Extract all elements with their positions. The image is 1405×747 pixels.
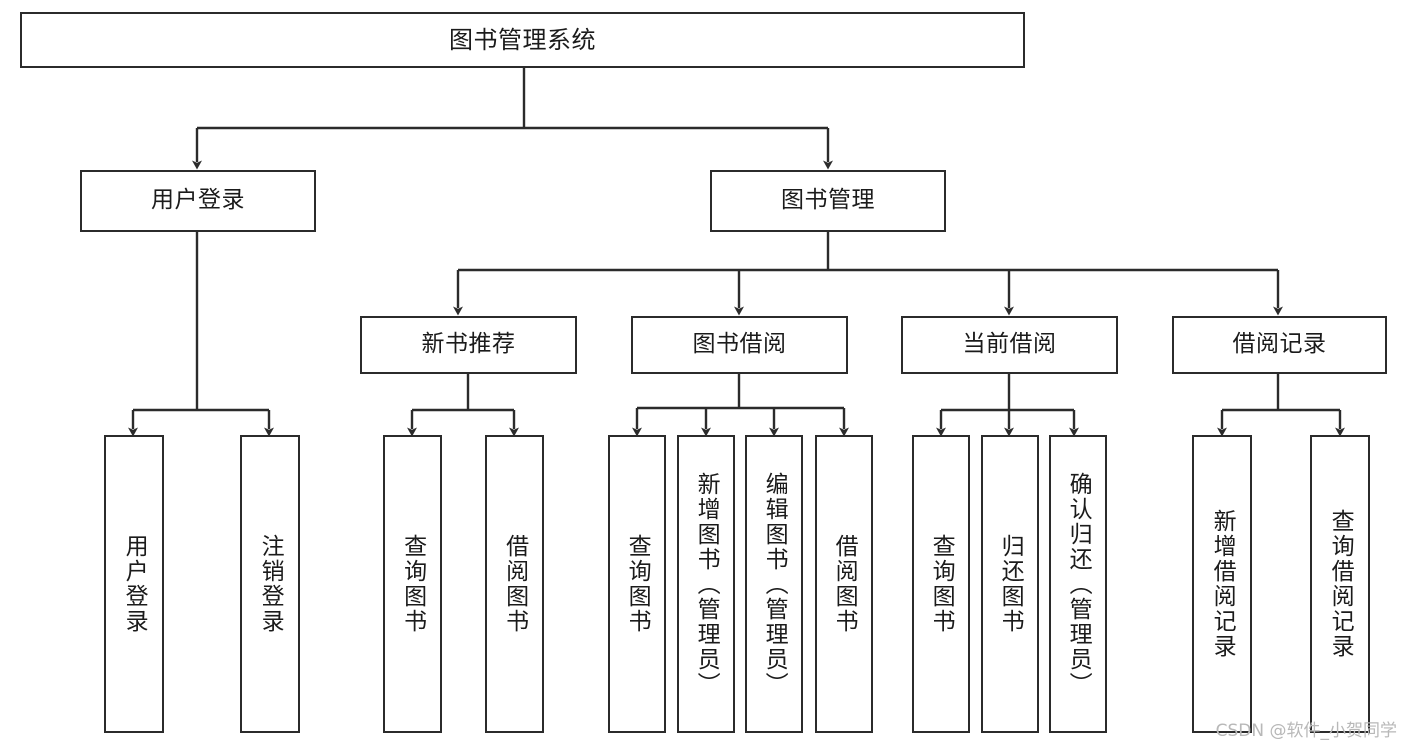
- node-label: 查询图书: [928, 534, 955, 634]
- node-label: 确认归还（管理员）: [1065, 471, 1092, 697]
- node-label: 新书推荐: [421, 331, 516, 358]
- node-book-borrow[interactable]: 图书借阅: [631, 316, 848, 374]
- leaf-user-login[interactable]: 用户登录: [104, 435, 164, 733]
- leaf-edit-book-admin[interactable]: 编辑图书（管理员）: [745, 435, 803, 733]
- node-current-borrow[interactable]: 当前借阅: [901, 316, 1118, 374]
- node-label: 新增借阅记录: [1209, 509, 1236, 659]
- node-book-management[interactable]: 图书管理: [710, 170, 946, 232]
- node-label: 图书管理系统: [449, 25, 596, 54]
- leaf-query-borrow-record[interactable]: 查询借阅记录: [1310, 435, 1370, 733]
- node-root-system[interactable]: 图书管理系统: [20, 12, 1025, 68]
- node-label: 归还图书: [997, 534, 1024, 634]
- node-new-book-recommend[interactable]: 新书推荐: [360, 316, 577, 374]
- leaf-query-book[interactable]: 查询图书: [608, 435, 666, 733]
- watermark: CSDN @软件_小贺同学: [1215, 721, 1397, 741]
- node-label: 用户登录: [151, 187, 245, 214]
- node-label: 借阅图书: [831, 534, 858, 634]
- leaf-logout[interactable]: 注销登录: [240, 435, 300, 733]
- node-label: 图书管理: [781, 187, 875, 214]
- node-label: 查询图书: [624, 534, 651, 634]
- node-user-login[interactable]: 用户登录: [80, 170, 316, 232]
- node-label: 注销登录: [257, 534, 284, 634]
- node-borrow-record[interactable]: 借阅记录: [1172, 316, 1387, 374]
- node-label: 编辑图书（管理员）: [761, 471, 788, 697]
- leaf-query-book-recommend[interactable]: 查询图书: [383, 435, 442, 733]
- leaf-add-book-admin[interactable]: 新增图书（管理员）: [677, 435, 735, 733]
- node-label: 新增图书（管理员）: [693, 471, 720, 697]
- node-label: 当前借阅: [962, 331, 1057, 358]
- leaf-return-book[interactable]: 归还图书: [981, 435, 1039, 733]
- leaf-borrow-book[interactable]: 借阅图书: [815, 435, 873, 733]
- leaf-confirm-return-admin[interactable]: 确认归还（管理员）: [1049, 435, 1107, 733]
- leaf-add-borrow-record[interactable]: 新增借阅记录: [1192, 435, 1252, 733]
- node-label: 借阅记录: [1232, 331, 1327, 358]
- node-label: 查询图书: [399, 534, 426, 634]
- node-label: 查询借阅记录: [1327, 509, 1354, 659]
- node-label: 用户登录: [121, 534, 148, 634]
- node-label: 图书借阅: [692, 331, 787, 358]
- leaf-query-book-current[interactable]: 查询图书: [912, 435, 970, 733]
- leaf-borrow-book-recommend[interactable]: 借阅图书: [485, 435, 544, 733]
- node-label: 借阅图书: [501, 534, 528, 634]
